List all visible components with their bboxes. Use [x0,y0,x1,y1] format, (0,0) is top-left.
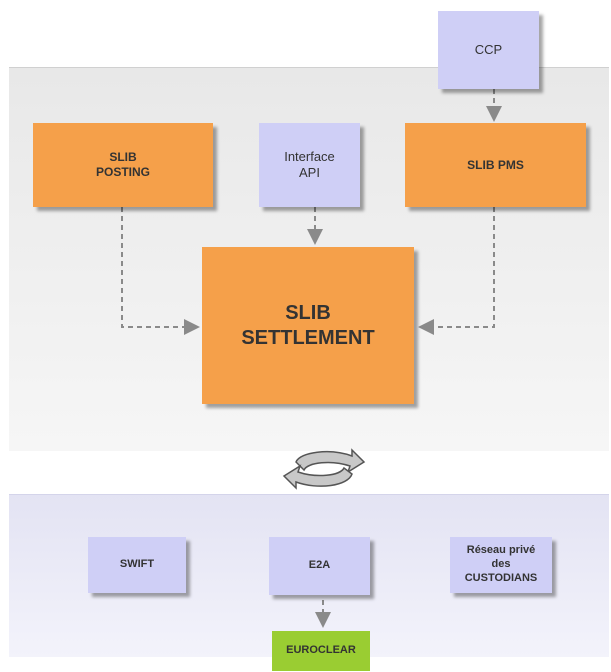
swift-node: SWIFT [88,537,186,593]
interface-api-node: Interface API [259,123,360,207]
slib-posting-node: SLIB POSTING [33,123,213,207]
swift-label: SWIFT [119,558,155,571]
arrow-posting-to-settlement [121,207,200,335]
euroclear-node: EUROCLEAR [272,631,370,671]
euroclear-label: EUROCLEAR [286,644,356,657]
slib-pms-node: SLIB PMS [405,123,586,207]
sync-cycle-icon [282,448,366,490]
interface-api-label: Interface API [284,148,335,180]
arrow-pms-to-settlement [418,207,495,335]
reseau-custodians-node: Réseau privé des CUSTODIANS [450,537,552,593]
slib-pms-label: SLIB PMS [467,157,524,172]
ccp-node: CCP [438,11,539,89]
slib-settlement-label: SLIB SETTLEMENT [241,301,375,349]
ccp-label: CCP [474,41,503,57]
slib-posting-label: SLIB POSTING [95,150,150,179]
slib-settlement-node: SLIB SETTLEMENT [202,247,414,404]
e2a-label: E2A [308,559,331,572]
reseau-custodians-label: Réseau privé des CUSTODIANS [464,544,538,584]
e2a-node: E2A [269,537,370,595]
